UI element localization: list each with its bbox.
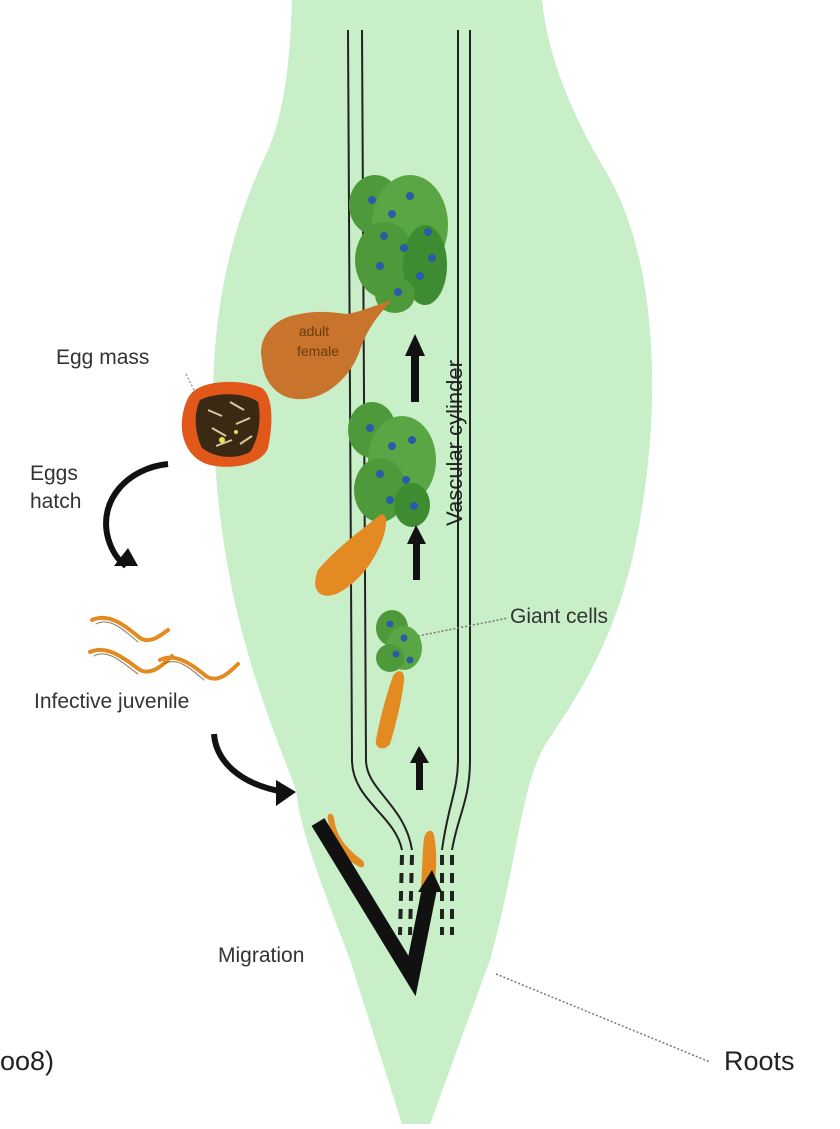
egg-mass <box>182 382 272 467</box>
migration-label: Migration <box>218 944 304 968</box>
infective-juvenile-label: Infective juvenile <box>34 690 189 714</box>
infective-juveniles <box>90 618 238 679</box>
eggs-hatch-arrow <box>106 464 168 566</box>
adult-female-label-line2: female <box>297 343 339 359</box>
giant-cells-label: Giant cells <box>510 605 608 629</box>
adult-female-label-line1: adult <box>299 323 329 339</box>
egg-mass-label: Egg mass <box>56 346 149 370</box>
eggs-hatch-label-line2: hatch <box>30 490 81 514</box>
eggs-hatch-label-line1: Eggs <box>30 462 78 486</box>
vascular-cylinder-label: Vascular cylinder <box>442 350 468 536</box>
roots-label: Roots <box>724 1046 795 1077</box>
roots-leader <box>496 974 710 1062</box>
citation-fragment: oo8) <box>0 1046 54 1077</box>
